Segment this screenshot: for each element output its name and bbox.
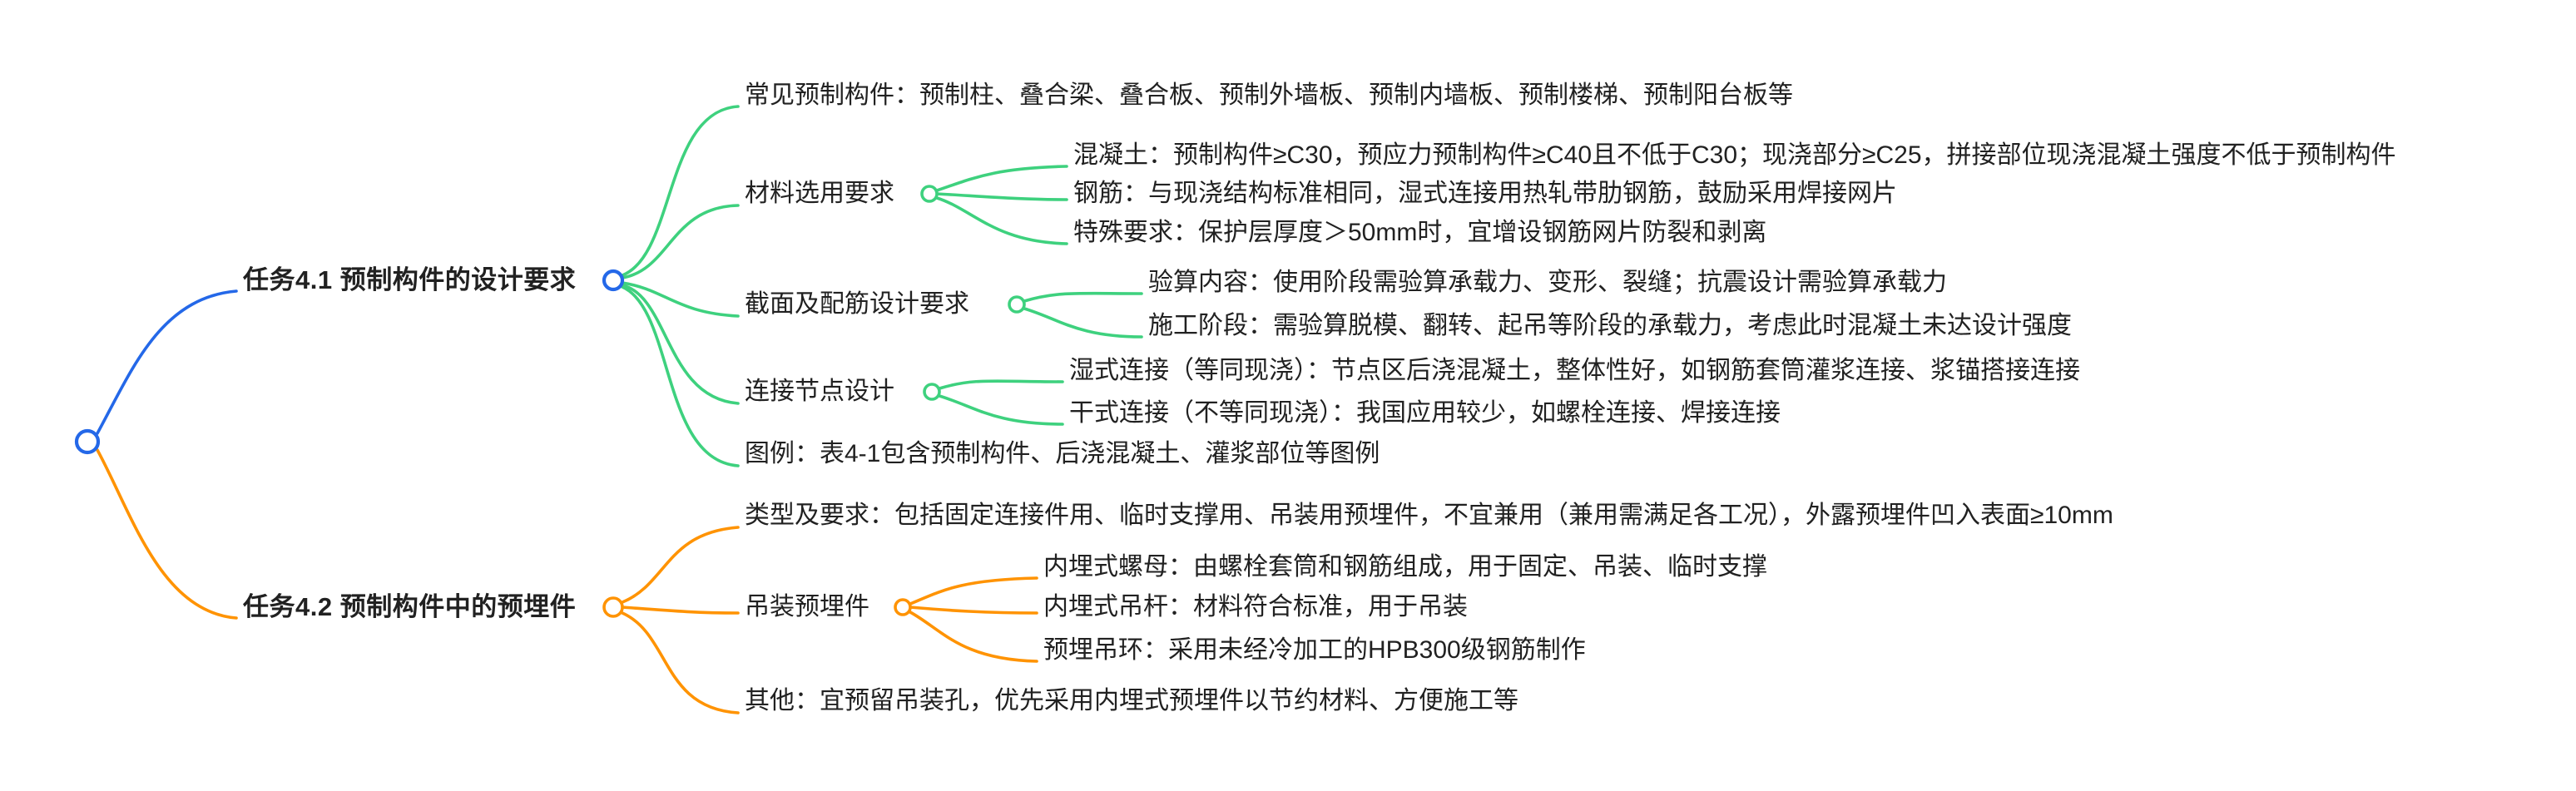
collapse-handle-lifting[interactable] bbox=[894, 598, 912, 616]
subtopic-others[interactable]: 其他：宜预留吊装孔，优先采用内埋式预埋件以节约材料、方便施工等 bbox=[745, 686, 1518, 714]
collapse-handle-task41[interactable] bbox=[602, 269, 625, 292]
collapse-handle-material[interactable] bbox=[920, 185, 939, 203]
detail-check-content[interactable]: 验算内容：使用阶段需验算承载力、变形、裂缝；抗震设计需验算承载力 bbox=[1148, 268, 1947, 296]
detail-rebar[interactable]: 钢筋：与现浇结构标准相同，湿式连接用热轧带肋钢筋，鼓励采用焊接网片 bbox=[1073, 179, 1897, 207]
subtopic-legend[interactable]: 图例：表4-1包含预制构件、后浇混凝土、灌浆部位等图例 bbox=[745, 439, 1380, 467]
subtopic-section-reinforcement-design[interactable]: 截面及配筋设计要求 bbox=[745, 289, 969, 318]
detail-special-requirements[interactable]: 特殊要求：保护层厚度＞50mm时，宜增设钢筋网片防裂和剥离 bbox=[1073, 218, 1767, 246]
detail-concrete[interactable]: 混凝土：预制构件≥C30，预应力预制构件≥C40且不低于C30；现浇部分≥C25… bbox=[1073, 141, 2396, 169]
connector-task41-to-legend bbox=[621, 285, 740, 467]
detail-dry-connection[interactable]: 干式连接（不等同现浇）：我国应用较少，如螺栓连接、焊接连接 bbox=[1069, 398, 1781, 427]
connector-task42-to-type bbox=[621, 526, 740, 604]
connector-task41-to-connection bbox=[621, 284, 740, 405]
subtopic-common-precast-components[interactable]: 常见预制构件：预制柱、叠合梁、叠合板、预制外墙板、预制内墙板、预制楼梯、预制阳台… bbox=[745, 81, 1793, 109]
connector-lifting-to-rod bbox=[909, 606, 1038, 615]
subtopic-lifting-embedded-parts[interactable]: 吊装预埋件 bbox=[745, 592, 869, 620]
main-topic-task-4-2[interactable]: 任务4.2 预制构件中的预埋件 bbox=[243, 592, 577, 622]
connector-task42-to-others bbox=[621, 611, 740, 714]
connector-task41-to-common-precast bbox=[621, 105, 740, 277]
collapse-handle-task42[interactable] bbox=[602, 596, 624, 618]
connector-connection-to-wet bbox=[938, 379, 1064, 390]
collapse-handle-connection[interactable] bbox=[923, 383, 941, 401]
subtopic-type-and-requirements[interactable]: 类型及要求：包括固定连接件用、临时支撑用、吊装用预埋件，不宜兼用（兼用需满足各工… bbox=[745, 501, 2113, 529]
connector-lifting-to-hook bbox=[909, 611, 1038, 663]
connector-material-to-concrete bbox=[935, 165, 1068, 192]
connector-root-to-task41 bbox=[96, 289, 238, 435]
detail-embedded-nut[interactable]: 内埋式螺母：由螺栓套筒和钢筋组成，用于固定、吊装、临时支撑 bbox=[1043, 552, 1767, 581]
connector-section-to-construction bbox=[1023, 307, 1143, 339]
connector-lifting-to-nut bbox=[909, 576, 1038, 606]
connector-root-to-task42 bbox=[96, 448, 238, 620]
detail-construction-stage[interactable]: 施工阶段：需验算脱模、翻转、起吊等阶段的承载力，考虑此时混凝土未达设计强度 bbox=[1148, 311, 2072, 339]
detail-embedded-lifting-rod[interactable]: 内埋式吊杆：材料符合标准，用于吊装 bbox=[1043, 592, 1468, 620]
connector-section-to-check bbox=[1023, 291, 1143, 303]
subtopic-connection-node-design[interactable]: 连接节点设计 bbox=[745, 377, 894, 405]
connector-material-to-special bbox=[935, 196, 1068, 245]
connector-task41-to-section bbox=[621, 281, 740, 318]
connector-task42-to-lifting bbox=[621, 606, 740, 615]
root-node[interactable] bbox=[74, 428, 101, 455]
connector-task41-to-material bbox=[621, 204, 740, 279]
connector-material-to-rebar bbox=[935, 192, 1068, 201]
collapse-handle-section[interactable] bbox=[1008, 295, 1026, 314]
detail-wet-connection[interactable]: 湿式连接（等同现浇）：节点区后浇混凝土，整体性好，如钢筋套筒灌浆连接、浆锚搭接连… bbox=[1069, 356, 2080, 384]
main-topic-task-4-1[interactable]: 任务4.1 预制构件的设计要求 bbox=[243, 265, 577, 295]
connector-connection-to-dry bbox=[938, 394, 1064, 426]
subtopic-material-selection[interactable]: 材料选用要求 bbox=[745, 179, 894, 207]
detail-embedded-lifting-hook[interactable]: 预埋吊环：采用未经冷加工的HPB300级钢筋制作 bbox=[1043, 635, 1586, 664]
